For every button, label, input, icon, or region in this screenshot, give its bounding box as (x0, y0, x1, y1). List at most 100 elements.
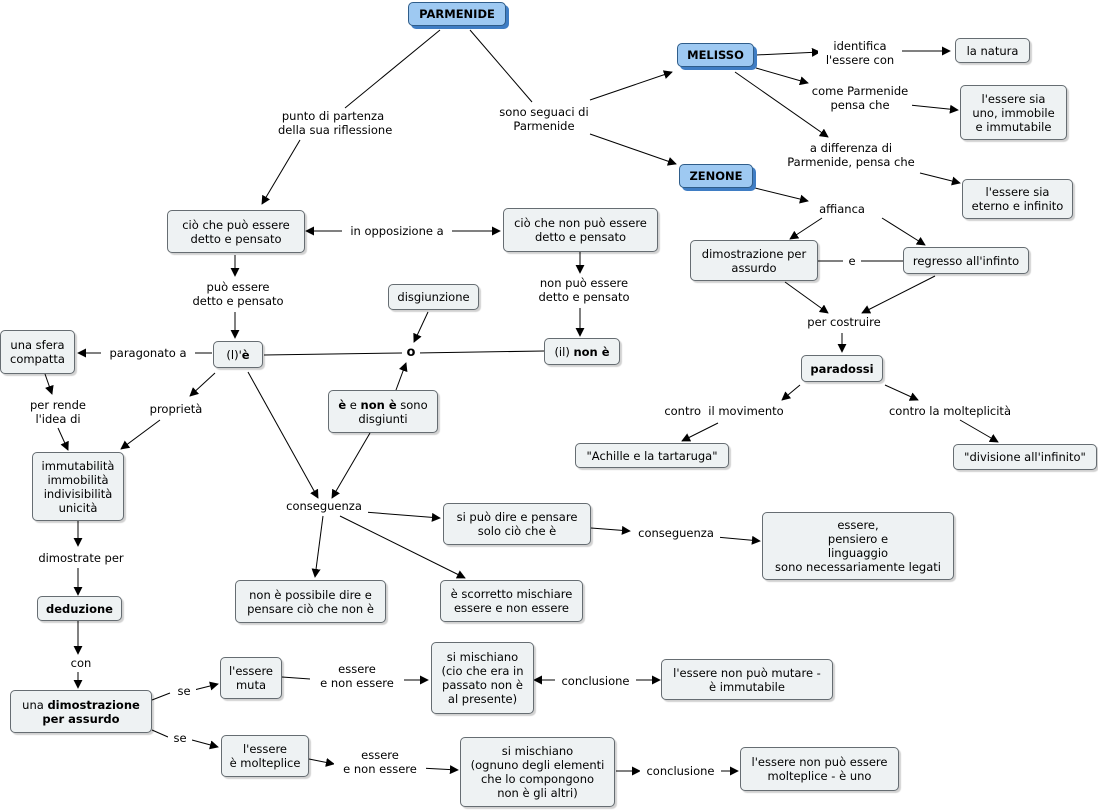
node-text-part: sono (396, 397, 428, 412)
node-text: non è possibile dire e (249, 587, 372, 602)
node-disgiunzione[interactable]: disgiunzione (388, 284, 479, 310)
node-text: indivisibilità (43, 486, 113, 501)
node-text: (ognuno degli elementi (470, 758, 605, 772)
node-divisione-infinito[interactable]: "divisione all'infinito" (953, 444, 1097, 470)
node-text: una sfera (10, 338, 65, 352)
node-text: muta (235, 678, 267, 692)
label-text: sono seguaci di (499, 105, 589, 119)
node-text: immutabilità (41, 458, 115, 473)
node-text: detto e pensato (190, 231, 282, 246)
node-text: l'essere sia (981, 91, 1046, 106)
label-text: o (406, 345, 416, 360)
node-text: che lo compongono (480, 772, 595, 786)
label-text: conclusione (561, 674, 630, 688)
node-zenone[interactable]: ZENONE (679, 164, 753, 188)
node-text: immobilità (47, 472, 109, 487)
label-text: punto di partenza (281, 109, 385, 123)
node-text: si mischiano (501, 744, 574, 758)
node-text: disgiunti (358, 411, 408, 426)
node-text: dimostrazione per (701, 246, 807, 261)
link-label-contro-molteplicita: contro la molteplicità (878, 404, 1022, 418)
node-text: disgiunzione (397, 290, 470, 304)
label-text: Parmenide (513, 119, 575, 133)
node-text: l'essere (242, 742, 288, 756)
label-text: proprietà (149, 402, 203, 416)
label-text: detto e pensato (538, 290, 630, 304)
node-text: eterno e infinito (971, 199, 1064, 213)
node-text: deduzione (46, 601, 113, 616)
node-text: è immutabile (709, 679, 785, 694)
label-text: se (177, 684, 191, 698)
node-text: al presente) (447, 692, 518, 706)
label-text: Parmenide, pensa che (787, 155, 915, 169)
node-regresso-infinito[interactable]: regresso all'infinto (903, 247, 1029, 274)
link-label-o: o (402, 346, 420, 360)
node-text: l'essere (228, 664, 274, 678)
node-text: solo ciò che è (477, 524, 557, 538)
node-text: essere, (837, 518, 879, 532)
label-text: detto e pensato (192, 294, 284, 308)
node-text: PARMENIDE (419, 7, 495, 21)
node-text: "Achille e la tartaruga" (586, 448, 718, 463)
label-text: a differenza di (809, 141, 893, 155)
label-text: e non essere (320, 676, 394, 690)
node-text: detto e pensato (534, 230, 627, 244)
node-melisso[interactable]: MELISSO (677, 43, 754, 67)
node-la-natura[interactable]: la natura (955, 38, 1030, 63)
node-text: e immutabile (975, 119, 1052, 134)
link-label-se-2: se (168, 731, 192, 745)
link-label-dimostrate-per: dimostrate per (30, 551, 132, 565)
link-label-per-costruire: per costruire (796, 315, 892, 329)
node-text: l'essere sia (985, 185, 1050, 199)
node-il-non-e[interactable]: (il) non è (544, 338, 620, 365)
link-label-paragonato: paragonato a (101, 346, 195, 360)
link-label-contro-movimento: contro il movimento (662, 404, 786, 418)
label-text: non può essere (539, 276, 629, 290)
node-parmenide[interactable]: PARMENIDE (408, 2, 506, 26)
link-label-conseguenza-1: conseguenza (280, 499, 368, 513)
node-non-puo-mutare[interactable]: l'essere non può mutare -è immutabile (661, 659, 833, 700)
label-text: in opposizione a (350, 224, 444, 238)
node-l-e[interactable]: (l)'è (213, 341, 263, 368)
link-label-conseguenza-2: conseguenza (632, 526, 720, 540)
node-text: (il) non è (554, 345, 609, 359)
label-text: e (848, 254, 856, 268)
node-text: compatta (10, 352, 65, 366)
link-label-affianca: affianca (808, 202, 876, 216)
label-text: per rende (30, 398, 86, 412)
node-deduzione[interactable]: deduzione (37, 596, 122, 621)
label-text: pensa che (830, 98, 890, 112)
node-text: "divisione all'infinito" (964, 450, 1086, 464)
label-text: conseguenza (286, 499, 362, 513)
label-text: contro il movimento (664, 404, 784, 418)
node-achille[interactable]: "Achille e la tartaruga" (575, 443, 729, 468)
node-paradossi[interactable]: paradossi (801, 355, 883, 382)
node-text: regresso all'infinto (912, 253, 1020, 268)
label-text: può essere (206, 280, 270, 294)
node-text: la natura (966, 43, 1019, 58)
